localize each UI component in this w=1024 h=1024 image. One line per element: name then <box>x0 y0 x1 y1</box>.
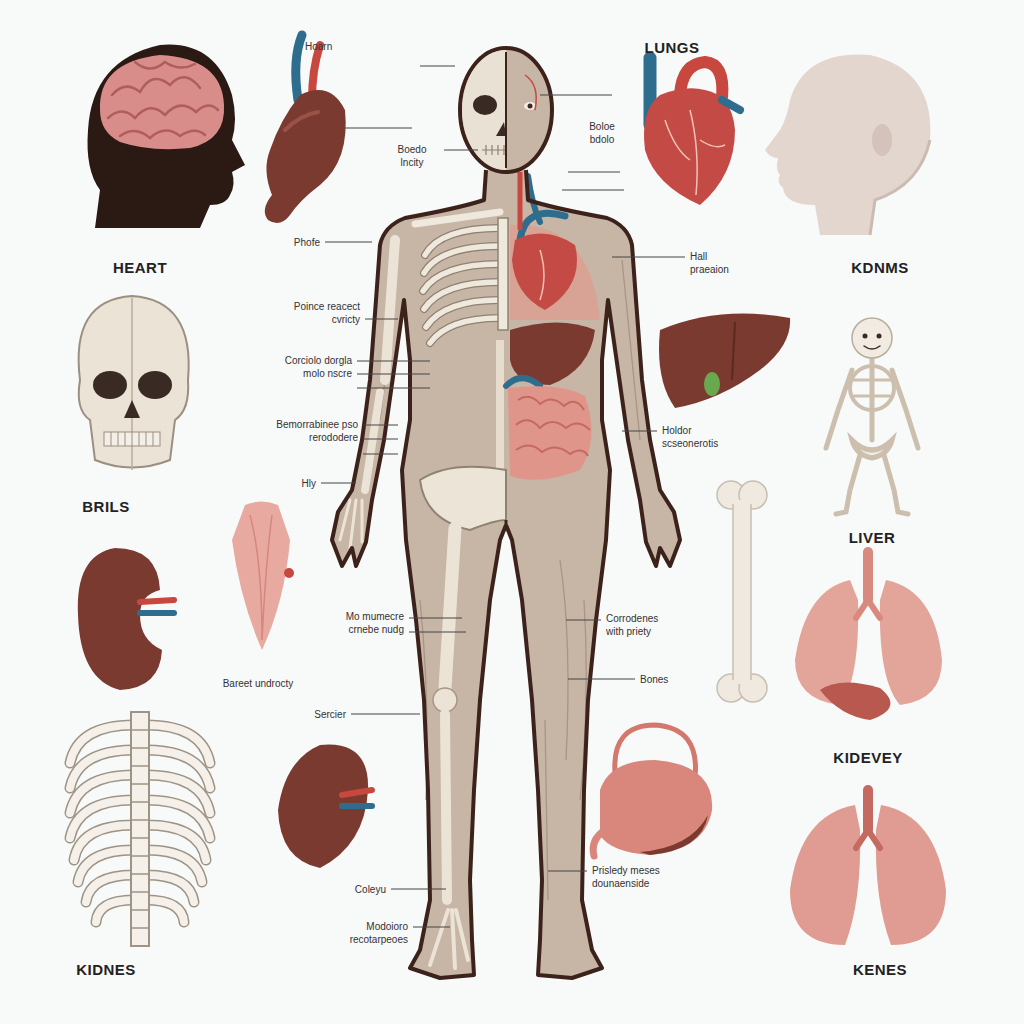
organ-title: LIVER <box>849 528 896 548</box>
callout-label: Coleyu <box>355 883 386 896</box>
callout-label: Poince reacect cvricty <box>280 300 360 326</box>
leader-line <box>357 361 430 362</box>
organ-title: HEART <box>113 258 167 278</box>
callout-label: Hoarn <box>305 40 332 53</box>
leader-line <box>612 257 685 258</box>
callout-label: Phofe <box>294 236 320 249</box>
skeleton-figure <box>826 318 918 514</box>
leader-line <box>363 454 398 455</box>
leader-line <box>391 889 446 890</box>
organ-title: LUNGS <box>645 38 700 58</box>
body-figure <box>332 48 680 978</box>
organ-title: KIDEVEY <box>833 748 902 768</box>
head-profile-figure <box>765 55 930 235</box>
callout-label: Corciolo dorgla molo nscre <box>270 354 352 380</box>
leader-line <box>413 927 450 928</box>
leader-line <box>321 483 356 484</box>
lungs-figure <box>795 552 942 720</box>
leader-line <box>357 388 430 389</box>
leader-lines <box>321 242 685 927</box>
leader-line <box>363 439 398 440</box>
spleen-figure <box>278 745 372 868</box>
callout-label: Holdor scseonerotis <box>662 424 732 450</box>
leader-line <box>548 871 587 872</box>
callout-label: Sercier <box>314 708 346 721</box>
leader-line <box>345 66 624 190</box>
leader-line <box>325 242 372 243</box>
callout-label: Corrodenes with priety <box>606 612 668 638</box>
muscle-figure <box>232 502 294 651</box>
stomach-figure <box>265 35 346 223</box>
callout-label: Prisledy meses dounaenside <box>592 864 682 890</box>
leader-line <box>357 374 430 375</box>
leader-line <box>409 632 466 633</box>
skull-figure <box>79 296 189 470</box>
heart-figure <box>644 58 740 205</box>
kidney-figure <box>78 548 174 690</box>
leader-line <box>365 319 398 320</box>
leader-line <box>622 431 657 432</box>
leader-line <box>566 620 601 621</box>
brain-head-figure <box>88 45 246 228</box>
leader-line <box>568 679 635 680</box>
callout-label: Boedo lncity <box>392 143 432 169</box>
callout-label: Modoioro recotarpeoes <box>328 920 408 946</box>
callout-label: Hly <box>302 477 316 490</box>
callout-label: Bemorrabinee pso rerododere <box>268 418 358 444</box>
callout-label: Bareet undrocty <box>223 677 294 690</box>
leader-line <box>351 714 420 715</box>
organ-title: KDNMS <box>851 258 909 278</box>
leader-line <box>363 425 398 426</box>
liver-figure <box>659 314 790 408</box>
callout-label: Boloe bdolo <box>582 120 622 146</box>
callout-label: Bones <box>640 673 668 686</box>
leader-line <box>409 618 462 619</box>
lungs-figure <box>790 790 946 945</box>
organ-title: KIDNES <box>76 960 136 980</box>
callout-label: Mo mumecre crnebe nudg <box>314 610 404 636</box>
bone-figure <box>717 481 767 702</box>
organ-title: KENES <box>853 960 907 980</box>
organ-title: BRILS <box>82 497 130 517</box>
callout-label: Hall praeaion <box>690 250 740 276</box>
bladder-figure <box>593 725 712 856</box>
ribcage-figure <box>70 712 210 946</box>
